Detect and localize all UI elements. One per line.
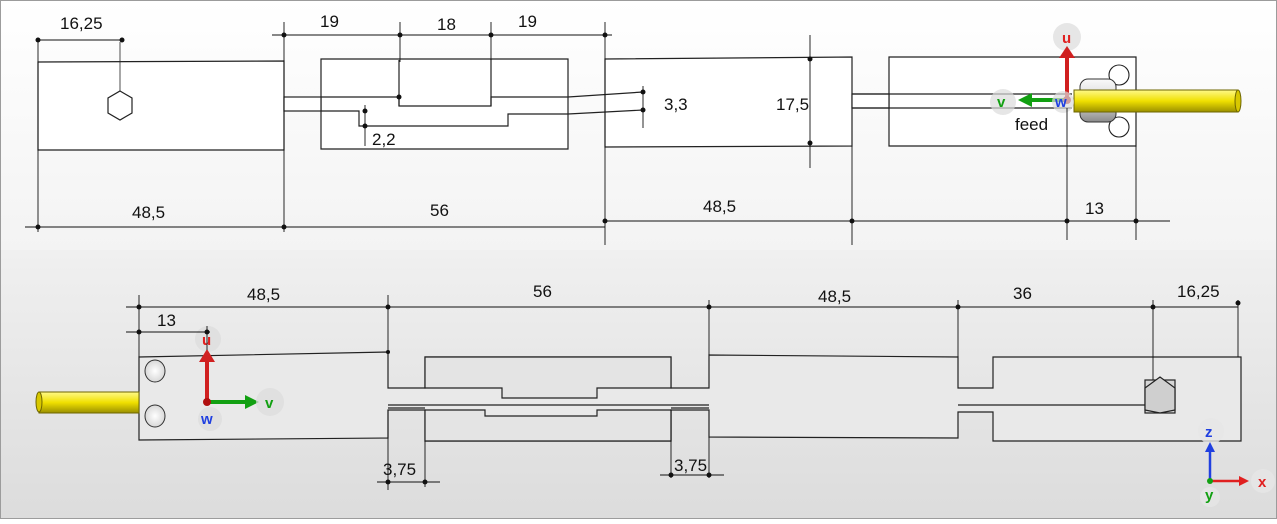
dim-bottom-56: 56 (430, 201, 449, 220)
dim-side-48-5a: 48,5 (247, 285, 280, 304)
axis-x-label: x (1258, 474, 1267, 491)
dim-bottom-48-5a: 48,5 (132, 203, 165, 222)
dim-top-16-25: 16,25 (60, 14, 103, 33)
strip-3-4[interactable] (851, 93, 890, 109)
side-local-axes: u v w (195, 326, 284, 431)
side-resonator-2-bottom[interactable] (424, 409, 672, 442)
axis-v-label-top: v (997, 94, 1006, 111)
top-dim-labels: 16,25 19 18 19 48,5 56 48,5 13 3,3 17,5 … (60, 12, 1104, 222)
dim-bottom-13: 13 (1085, 199, 1104, 218)
top-block-1[interactable] (37, 60, 285, 151)
strip-1-2[interactable] (283, 96, 322, 112)
axis-v-label-side: v (265, 395, 274, 412)
dim-side-13: 13 (157, 311, 176, 330)
dim-side-56: 56 (533, 282, 552, 301)
dim-height-17-5: 17,5 (776, 95, 809, 114)
dim-top-19b: 19 (518, 12, 537, 31)
axis-u-label-top: u (1062, 30, 1071, 47)
top-block-2[interactable] (320, 58, 569, 150)
dim-side-3-75b: 3,75 (674, 456, 707, 475)
feed-label: feed (1015, 115, 1048, 134)
side-resonator-2-top[interactable] (424, 356, 672, 399)
dim-side-36: 36 (1013, 284, 1032, 303)
coax-cable-top[interactable] (1073, 89, 1239, 113)
axis-z-label: z (1205, 424, 1213, 441)
dim-side-16-25: 16,25 (1177, 282, 1220, 301)
stepped-strip-block2[interactable] (321, 96, 568, 107)
side-dim-dots (136, 300, 1241, 485)
axis-y-label: y (1205, 487, 1214, 504)
dim-top-19a: 19 (320, 12, 339, 31)
dim-side-3-75a: 3,75 (383, 460, 416, 479)
dim-side-48-5b: 48,5 (818, 287, 851, 306)
coax-cable-side[interactable] (38, 391, 140, 414)
side-dim-labels: 48,5 56 48,5 36 16,25 13 3,75 3,75 (157, 282, 1220, 479)
feed-connector-side[interactable] (35, 359, 166, 428)
dim-top-18: 18 (437, 15, 456, 34)
side-view (138, 351, 1242, 442)
top-local-axes: u v w feed (990, 23, 1081, 134)
dim-gap-3-3: 3,3 (664, 95, 688, 114)
top-dim-dots (35, 32, 1139, 230)
top-view (37, 42, 1137, 151)
top-block-3[interactable] (604, 56, 853, 148)
axis-w-label-side: w (200, 411, 213, 428)
top-dimensions (25, 22, 1170, 245)
feed-connector-top[interactable] (1073, 64, 1242, 138)
global-axes: z x y (1198, 418, 1275, 507)
hex-nut-top[interactable] (107, 90, 133, 121)
dim-step-2-2: 2,2 (372, 130, 396, 149)
axis-w-label-top: w (1054, 94, 1067, 111)
dim-bottom-48-5b: 48,5 (703, 197, 736, 216)
